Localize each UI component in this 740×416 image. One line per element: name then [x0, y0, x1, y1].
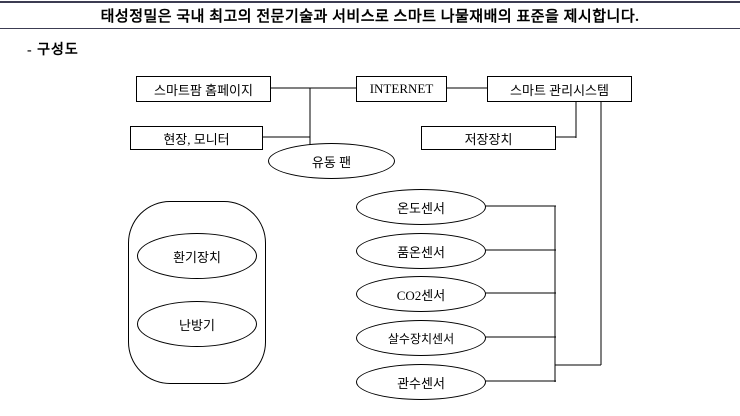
node-co2-sensor: CO2센서	[356, 276, 486, 312]
node-temperature-sensor: 온도센서	[356, 189, 486, 225]
node-irrigation-sensor: 관수센서	[356, 364, 486, 400]
node-smart-management-system: 스마트 관리시스템	[487, 76, 632, 102]
node-circulation-fan: 유동 팬	[268, 143, 395, 179]
node-sprinkler-sensor: 살수장치센서	[356, 320, 486, 356]
node-heater: 난방기	[137, 301, 257, 347]
node-ventilation-device: 환기장치	[137, 233, 257, 279]
node-internet: INTERNET	[356, 76, 447, 102]
section-label: - 구성도	[27, 43, 79, 58]
page-header-title: 태성정밀은 국내 최고의 전문기술과 서비스로 스마트 나물재배의 표준을 제시…	[100, 9, 640, 25]
node-site-monitor: 현장, 모니터	[130, 126, 263, 150]
node-storage-device: 저장장치	[421, 126, 556, 150]
header-rule-bottom	[0, 28, 740, 29]
actuator-group-outline	[128, 201, 266, 384]
header-rule-top	[0, 1, 740, 3]
node-product-temperature-sensor: 품온센서	[356, 233, 486, 269]
node-smartfarm-homepage: 스마트팜 홈페이지	[136, 76, 271, 102]
